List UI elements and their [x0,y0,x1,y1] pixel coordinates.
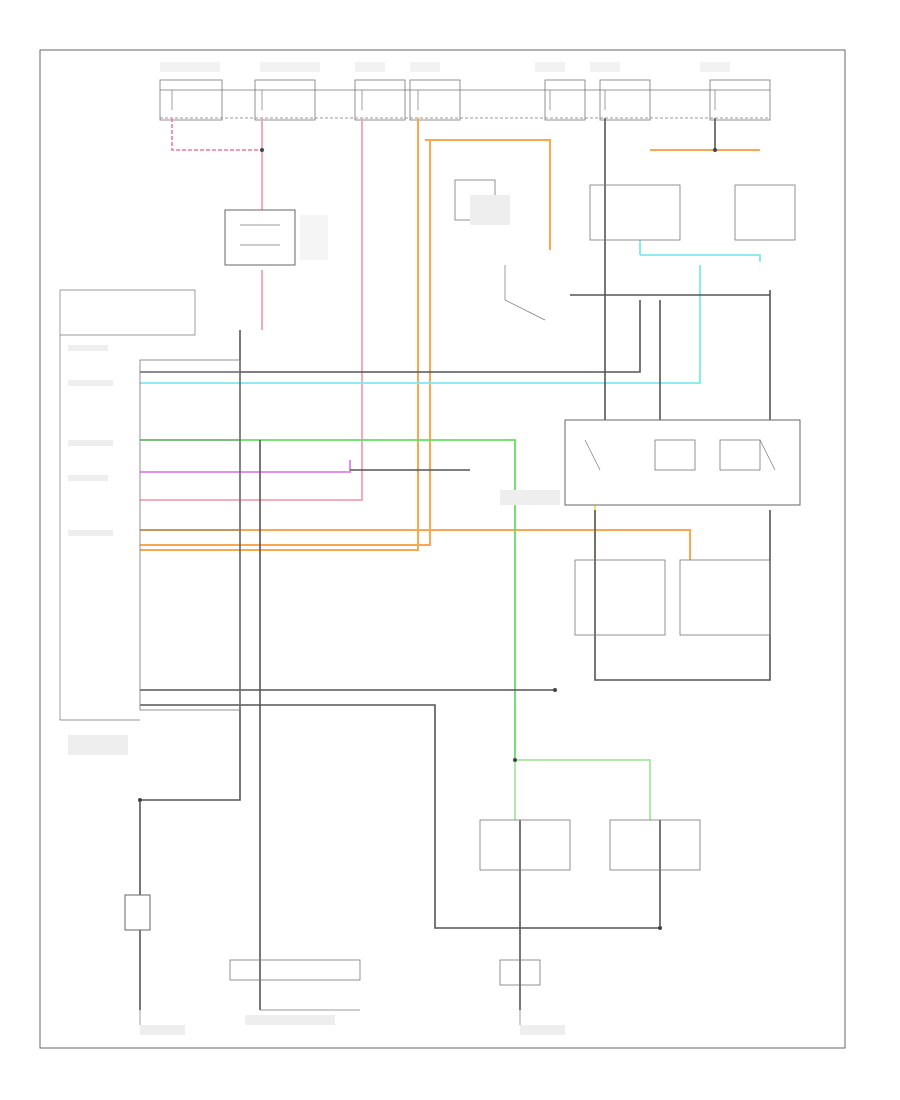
green-wires [140,439,651,820]
junction-dots [138,148,717,930]
lock-switch-assembly [564,419,801,506]
door-lock-actuators-lower [479,819,701,871]
door-lock-actuators-upper [574,184,796,636]
fuse-block [159,62,771,121]
orange-wires [140,118,760,560]
cyan-wires [140,240,761,384]
pink-wires [140,118,363,501]
diagram-border [39,49,846,1049]
label-placeholders [68,195,565,1035]
bottom-components [124,894,541,1025]
control-module [59,289,241,721]
magenta-wire [140,460,351,473]
relay-module [224,209,328,266]
